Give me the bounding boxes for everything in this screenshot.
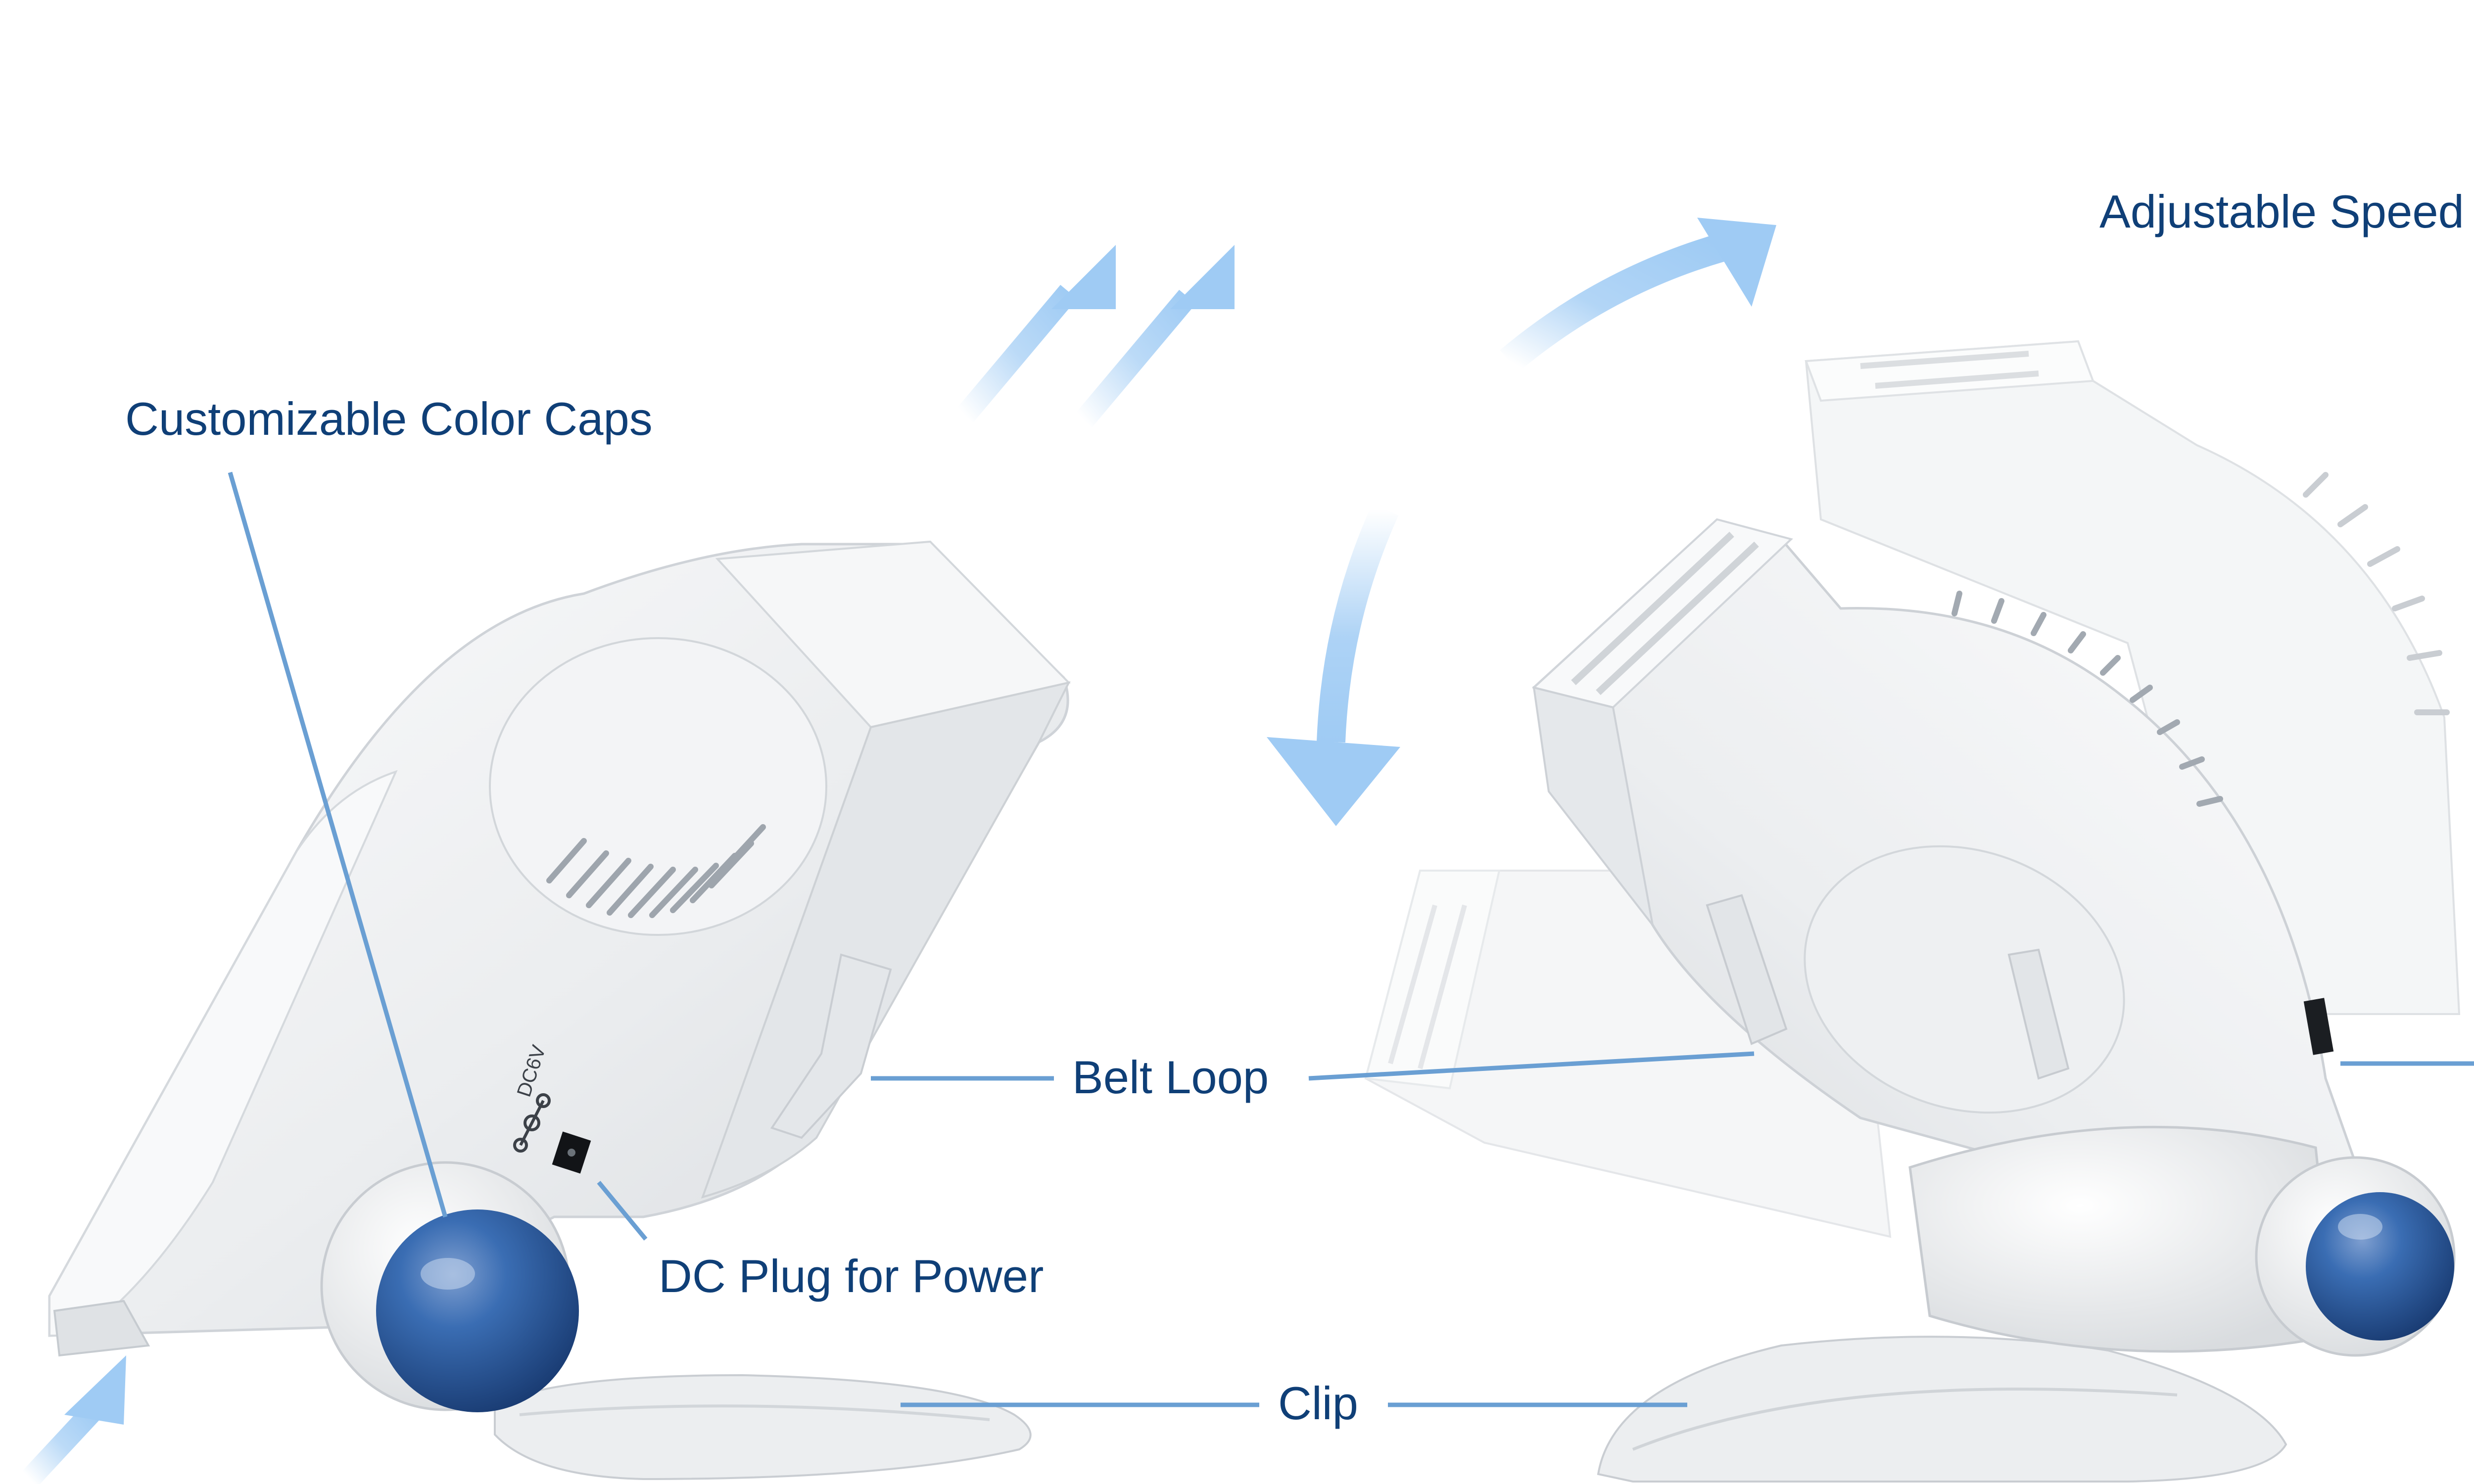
right-vent-slots xyxy=(1951,591,2223,807)
label-clip: Clip xyxy=(1278,1377,1358,1429)
airflow-arrow-intake xyxy=(21,1355,126,1484)
right-clip-base xyxy=(1597,1336,2287,1483)
airflow-arrow-arc-up xyxy=(1500,218,1776,372)
left-belt-loop xyxy=(770,953,892,1139)
right-fan xyxy=(1364,340,2461,1483)
label-adjustable-speed: Adjustable Speed xyxy=(2099,186,2464,237)
label-customizable-color-caps: Customizable Color Caps xyxy=(125,393,653,445)
leader-adjustable-speed xyxy=(2340,1061,2474,1066)
right-fan-ghost-high xyxy=(1805,340,2461,1015)
right-color-cap xyxy=(2306,1192,2454,1341)
airflow-arrow-up-2 xyxy=(1075,245,1235,428)
leader-lines xyxy=(228,471,2474,1407)
leader-color-caps xyxy=(228,471,448,1218)
speed-switch xyxy=(2303,998,2334,1055)
airflow-arrow-arc-down xyxy=(1267,504,1400,826)
label-belt-loop: Belt Loop xyxy=(1072,1051,1269,1103)
left-color-cap xyxy=(376,1209,579,1412)
right-belt-loop xyxy=(1706,894,1788,1045)
leader-dc-plug xyxy=(597,1181,648,1241)
airflow-arrow-up-1 xyxy=(956,245,1116,423)
label-dc-plug-for-power: DC Plug for Power xyxy=(659,1250,1044,1302)
left-clip-base xyxy=(494,1374,1032,1481)
left-fan: DC6V xyxy=(48,540,1071,1481)
left-vent-slots xyxy=(546,824,766,918)
polarity-icon xyxy=(513,1093,551,1153)
leader-belt-loop-right xyxy=(1308,1051,1755,1081)
